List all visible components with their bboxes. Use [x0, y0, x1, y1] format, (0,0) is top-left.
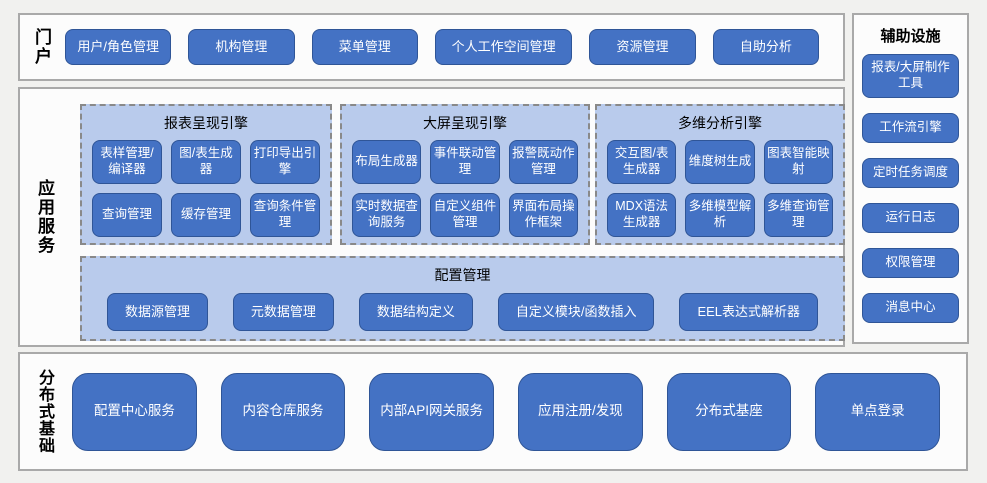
node-internal-api-gateway-service: 内部API网关服务	[369, 372, 495, 451]
node-realtime-data-query-service: 实时数据查询服务	[352, 193, 422, 237]
node-workflow-engine: 工作流引擎	[862, 113, 959, 143]
node-print-export-engine: 打印导出引擎	[250, 140, 320, 184]
auxiliary-facilities-title: 辅助设施	[880, 28, 941, 45]
node-custom-module-function-insert: 自定义模块/函数插入	[497, 293, 655, 331]
node-chart-table-generator: 图/表生成器	[171, 140, 241, 184]
olap-analysis-engine-grid: 交互图/表生成器 维度树生成 图表智能映射 MDX语法生成器 多维模型解析 多维…	[597, 133, 843, 237]
node-multidim-query-management: 多维查询管理	[763, 193, 833, 237]
node-app-registration-discovery: 应用注册/发现	[518, 372, 643, 451]
node-datasource-management: 数据源管理	[106, 293, 208, 331]
olap-analysis-engine-panel: 多维分析引擎 交互图/表生成器 维度树生成 图表智能映射 MDX语法生成器 多维…	[595, 104, 845, 245]
node-single-sign-on: 单点登录	[815, 372, 941, 451]
portal-section: 门户 用户/角色管理 机构管理 菜单管理 个人工作空间管理 资源管理 自助分析	[18, 13, 845, 81]
node-layout-generator: 布局生成器	[352, 140, 422, 184]
node-alarm-action-management: 报警既动作管理	[508, 140, 578, 184]
report-render-engine-grid: 表样管理/编译器 图/表生成器 打印导出引擎 查询管理 缓存管理 查询条件管理	[82, 133, 330, 237]
report-render-engine-title: 报表呈现引擎	[164, 115, 248, 131]
node-permission-management: 权限管理	[862, 248, 959, 278]
node-menu-management: 菜单管理	[311, 29, 418, 65]
auxiliary-facilities-column: 报表/大屏制作工具 工作流引擎 定时任务调度 运行日志 权限管理 消息中心	[854, 54, 967, 323]
node-self-service-analysis: 自助分析	[712, 29, 819, 65]
bigscreen-render-engine-title: 大屏呈现引擎	[423, 115, 507, 131]
node-resource-management: 资源管理	[589, 29, 696, 65]
node-distributed-base-platform: 分布式基座	[666, 372, 792, 451]
node-multidim-model-parsing: 多维模型解析	[685, 193, 755, 237]
report-render-engine-panel: 报表呈现引擎 表样管理/编译器 图/表生成器 打印导出引擎 查询管理 缓存管理 …	[80, 104, 332, 245]
app-services-section-label: 应用服务	[35, 179, 54, 255]
config-management-panel: 配置管理 数据源管理 元数据管理 数据结构定义 自定义模块/函数插入 EEL表达…	[80, 256, 845, 341]
node-query-condition-management: 查询条件管理	[250, 193, 320, 237]
config-management-row: 数据源管理 元数据管理 数据结构定义 自定义模块/函数插入 EEL表达式解析器	[82, 293, 843, 331]
node-report-bigscreen-authoring-tool: 报表/大屏制作工具	[862, 54, 959, 98]
node-interactive-chart-generator: 交互图/表生成器	[607, 140, 677, 184]
portal-button-row: 用户/角色管理 机构管理 菜单管理 个人工作空间管理 资源管理 自助分析	[65, 29, 843, 65]
node-custom-component-management: 自定义组件管理	[430, 193, 500, 237]
node-eel-expression-parser: EEL表达式解析器	[679, 293, 819, 331]
node-user-role-management: 用户/角色管理	[65, 29, 172, 65]
node-data-structure-definition: 数据结构定义	[358, 293, 473, 331]
node-query-management: 查询管理	[92, 193, 162, 237]
node-cache-management: 缓存管理	[171, 193, 241, 237]
distributed-base-section: 分布式基础 配置中心服务 内容仓库服务 内部API网关服务 应用注册/发现 分布…	[18, 352, 968, 471]
auxiliary-facilities-section: 辅助设施 报表/大屏制作工具 工作流引擎 定时任务调度 运行日志 权限管理 消息…	[852, 13, 969, 344]
node-report-style-compiler: 表样管理/编译器	[92, 140, 162, 184]
node-personal-workspace-management: 个人工作空间管理	[434, 29, 573, 65]
node-metadata-management: 元数据管理	[232, 293, 334, 331]
node-event-linkage-management: 事件联动管理	[430, 140, 500, 184]
olap-analysis-engine-title: 多维分析引擎	[678, 115, 762, 131]
config-management-title: 配置管理	[434, 267, 491, 283]
portal-section-label: 门户	[32, 28, 51, 66]
node-content-repository-service: 内容仓库服务	[220, 372, 346, 451]
node-organization-management: 机构管理	[188, 29, 295, 65]
node-chart-smart-mapping: 图表智能映射	[763, 140, 833, 184]
app-services-section: 应用服务 报表呈现引擎 表样管理/编译器 图/表生成器 打印导出引擎 查询管理 …	[18, 87, 845, 347]
distributed-base-section-label: 分布式基础	[36, 369, 53, 454]
distributed-base-row: 配置中心服务 内容仓库服务 内部API网关服务 应用注册/发现 分布式基座 单点…	[64, 372, 966, 451]
node-message-center: 消息中心	[862, 293, 959, 323]
node-run-log: 运行日志	[862, 203, 959, 233]
node-scheduled-task-dispatch: 定时任务调度	[862, 158, 959, 188]
bigscreen-render-engine-panel: 大屏呈现引擎 布局生成器 事件联动管理 报警既动作管理 实时数据查询服务 自定义…	[340, 104, 590, 245]
node-mdx-syntax-generator: MDX语法生成器	[607, 193, 677, 237]
node-dimension-tree-generation: 维度树生成	[685, 140, 755, 184]
node-ui-layout-operation-framework: 界面布局操作框架	[508, 193, 578, 237]
node-config-center-service: 配置中心服务	[72, 372, 197, 451]
bigscreen-render-engine-grid: 布局生成器 事件联动管理 报警既动作管理 实时数据查询服务 自定义组件管理 界面…	[342, 133, 588, 237]
